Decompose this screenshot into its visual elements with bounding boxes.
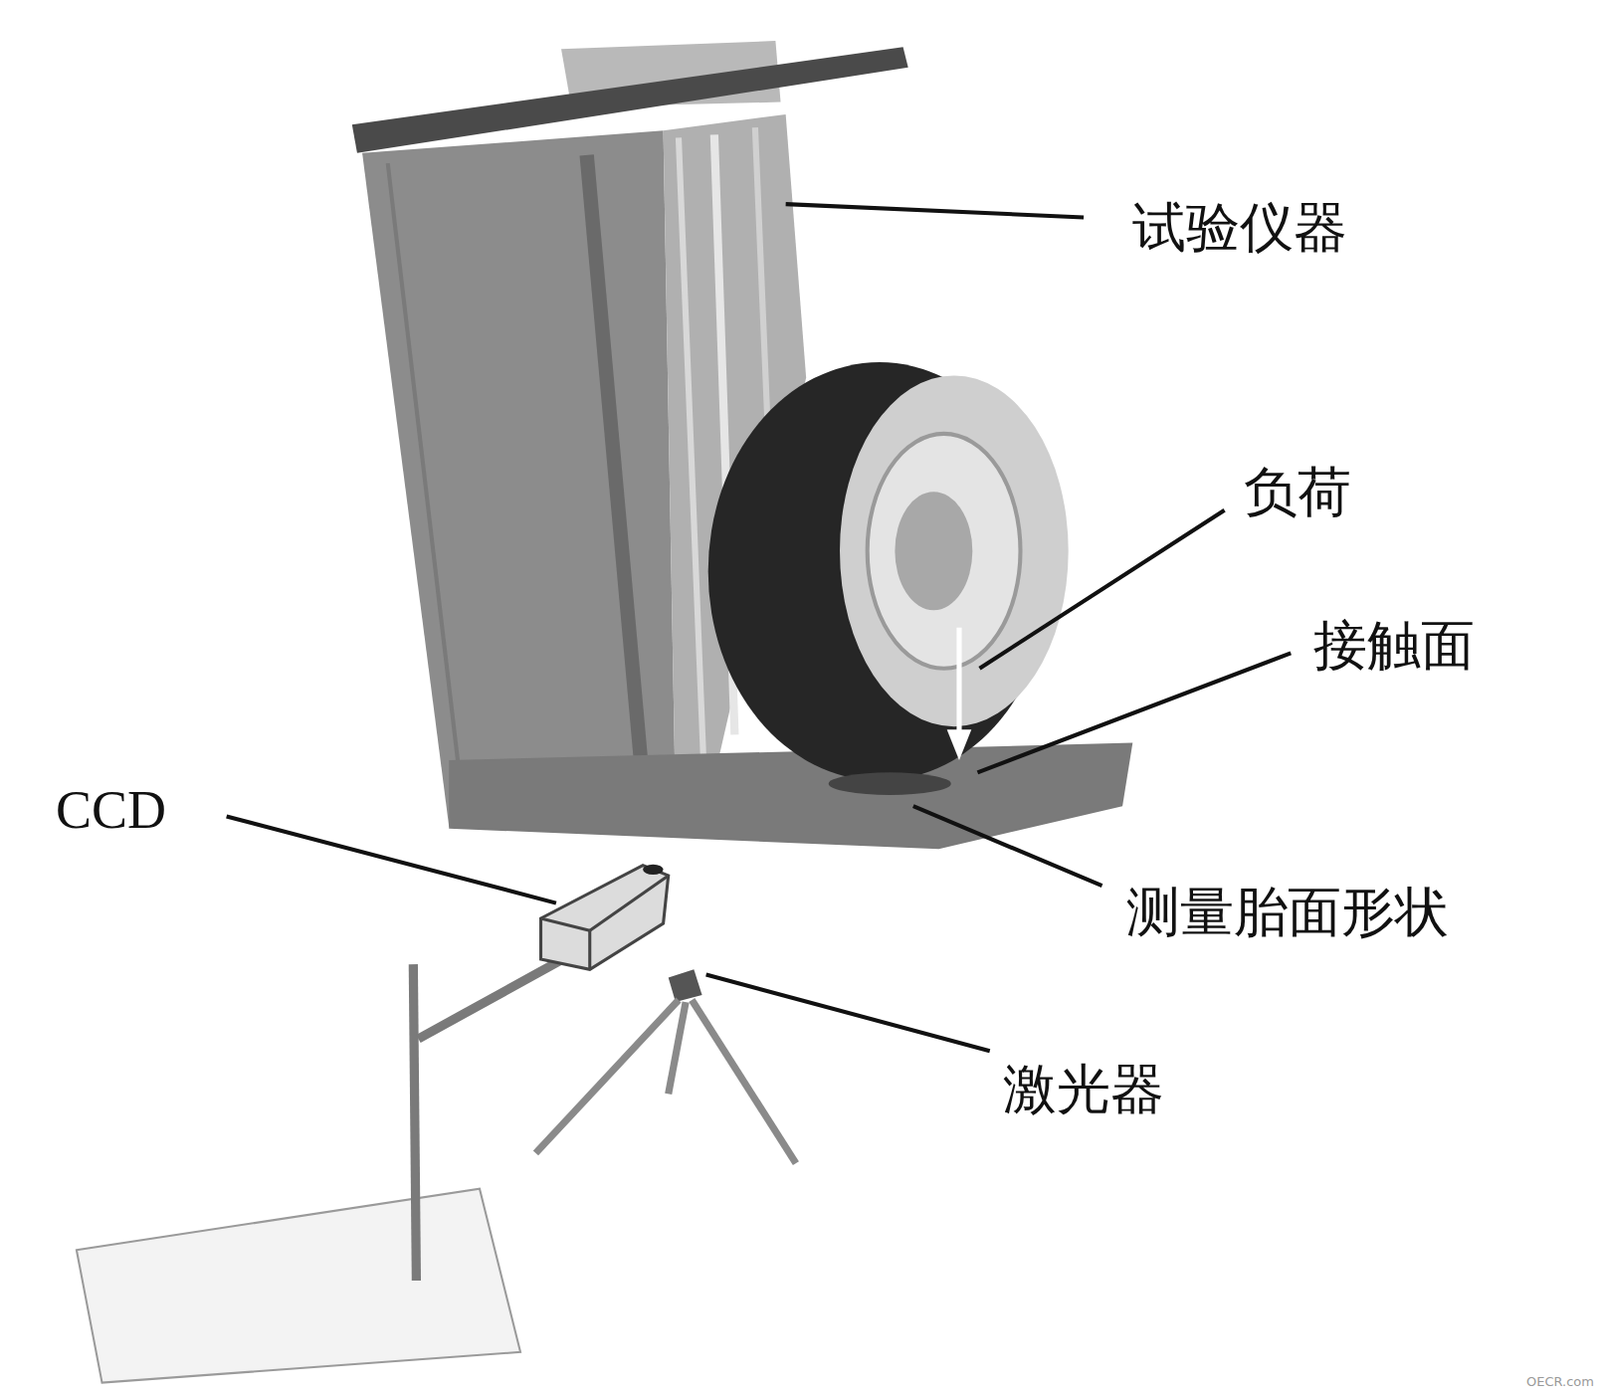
ccd-edge (588, 930, 592, 970)
part-label: 接触面 (1313, 616, 1475, 676)
base-plate (448, 743, 1133, 850)
part-label: CCD (55, 781, 167, 840)
ccd-lens (642, 864, 664, 875)
ccd-edge (541, 918, 591, 931)
contact-patch (828, 772, 952, 796)
tripod-leg (691, 1000, 797, 1164)
ccd-camera (541, 865, 669, 971)
rim-inner (867, 433, 1021, 669)
leader-line (979, 510, 1224, 669)
rim (839, 375, 1069, 727)
machine-column (587, 155, 645, 806)
leader-line (706, 974, 991, 1051)
paper (76, 1189, 521, 1384)
machine-front (362, 130, 676, 826)
part-label: 测量胎面形状 (1126, 883, 1449, 943)
watermark: OECR.com (1526, 1375, 1595, 1390)
leader-line (226, 815, 557, 903)
leader-line (977, 652, 1291, 773)
machine-edge (388, 163, 465, 816)
part-label: 负荷 (1243, 463, 1352, 523)
ccd-edge (590, 875, 669, 931)
stand-pole (412, 964, 416, 1281)
laser (668, 969, 703, 1002)
leader-line (913, 805, 1103, 886)
tripod-leg (535, 1000, 679, 1154)
leader-line (786, 203, 1084, 217)
hub (894, 491, 973, 610)
part-label: 试验仪器 (1132, 199, 1348, 258)
tripod-leg (668, 1001, 686, 1094)
load-arrowhead (947, 729, 973, 761)
stand-arm (417, 961, 560, 1039)
machine-stripe (678, 137, 705, 776)
part-label: 激光器 (1002, 1060, 1165, 1120)
load-arrow (956, 627, 962, 736)
